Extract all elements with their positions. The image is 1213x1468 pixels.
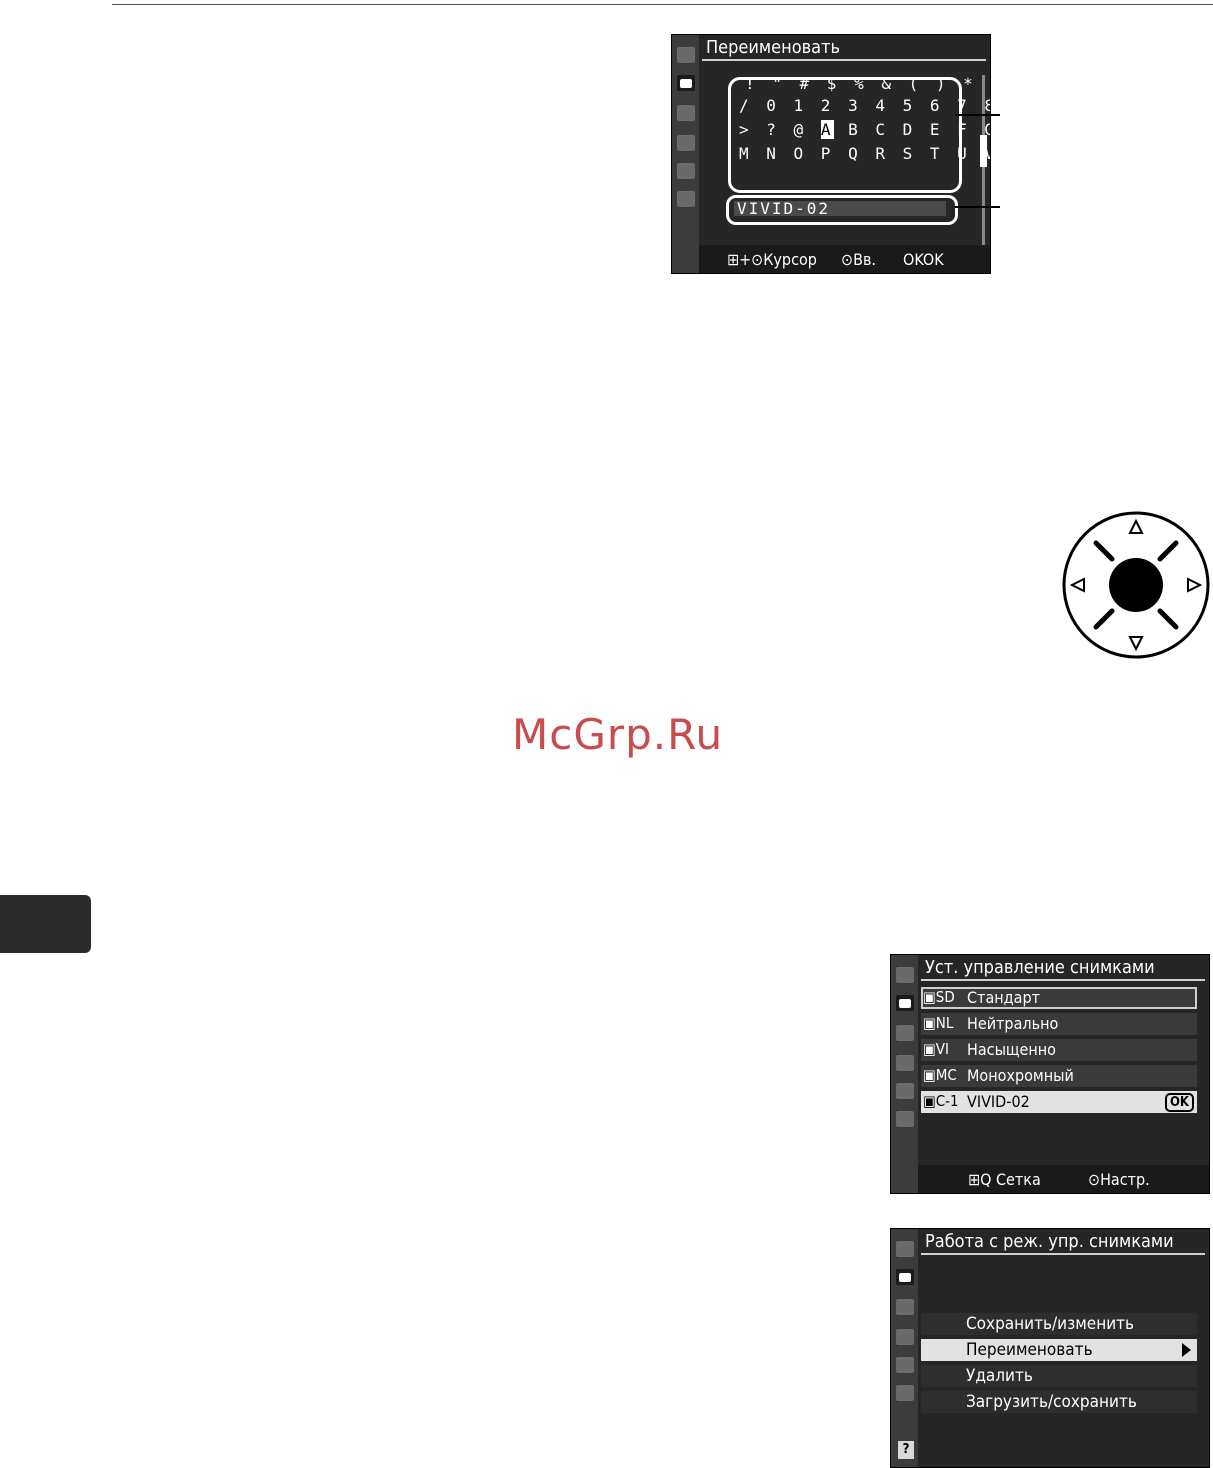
menu-item-label: Загрузить/сохранить [966, 1392, 1137, 1412]
picture-control-name: Стандарт [967, 988, 1040, 1007]
list-item[interactable]: ▣NL Нейтрально [921, 1013, 1197, 1035]
footer-bar: ⊞Q Сетка ⊙Настр. [918, 1165, 1209, 1193]
my-menu-icon[interactable] [896, 1385, 914, 1401]
playback-icon[interactable] [896, 967, 914, 983]
grid-hint: ⊞Q Сетка [968, 1170, 1041, 1189]
title-divider [702, 59, 986, 61]
right-arrow-icon [1187, 577, 1203, 593]
keyboard-row[interactable]: M N O P Q R S T U V W X Y Z [ [739, 144, 990, 163]
down-arrow-icon [1128, 636, 1144, 652]
screen-title: Работа с реж. упр. снимками [925, 1231, 1174, 1252]
menu-item[interactable]: Сохранить/изменить [921, 1313, 1197, 1335]
input-hint: ⊙Вв. [841, 250, 876, 269]
retouch-icon[interactable] [896, 1357, 914, 1373]
menu-item[interactable]: Загрузить/сохранить [921, 1391, 1197, 1413]
section-tab [0, 895, 91, 953]
wrench-icon[interactable] [896, 1055, 914, 1071]
title-divider [921, 1253, 1205, 1255]
retouch-icon[interactable] [896, 1083, 914, 1099]
list-item[interactable]: ▣VI Насыщенно [921, 1039, 1197, 1061]
adjust-hint: ⊙Настр. [1088, 1170, 1150, 1189]
list-item[interactable]: ▣SD Стандарт [921, 987, 1197, 1009]
name-field-bg [734, 201, 946, 216]
picture-control-code: ▣SD [923, 988, 955, 1006]
picture-control-name: Насыщенно [967, 1040, 1056, 1059]
top-rule [112, 4, 1213, 5]
my-menu-icon[interactable] [677, 191, 695, 207]
up-arrow-icon [1128, 518, 1144, 534]
camera-icon[interactable] [896, 995, 914, 1011]
screen-title: Уст. управление снимками [925, 957, 1155, 978]
pencil-icon[interactable] [677, 105, 695, 121]
watermark: McGrp.Ru [512, 710, 724, 759]
name-field[interactable]: VIVID-02 [726, 195, 958, 225]
rename-screen: Переименовать ! " # $ % & ( ) * + , - . … [671, 34, 991, 274]
keyboard-row[interactable]: / 0 1 2 3 4 5 6 7 8 9 : ; < = [739, 96, 990, 115]
wrench-icon[interactable] [896, 1329, 914, 1345]
title-divider [921, 979, 1205, 981]
list-item-selected[interactable]: ▣C-1 VIVID-02 OK [921, 1091, 1197, 1113]
wrench-icon[interactable] [677, 135, 695, 151]
picture-control-name: Монохромный [967, 1066, 1074, 1085]
menu-item[interactable]: Удалить [921, 1365, 1197, 1387]
callout-line [955, 206, 1000, 208]
playback-icon[interactable] [896, 1241, 914, 1257]
left-arrow-icon [1069, 577, 1085, 593]
picture-control-code: ▣C-1 [923, 1092, 959, 1110]
menu-sidebar: ? [891, 1229, 918, 1467]
retouch-icon[interactable] [677, 163, 695, 179]
selected-char[interactable]: A [820, 120, 835, 139]
my-menu-icon[interactable] [896, 1111, 914, 1127]
picture-control-code: ▣NL [923, 1014, 954, 1032]
menu-item-selected[interactable]: Переименовать [921, 1339, 1197, 1361]
picture-control-name: Нейтрально [967, 1014, 1059, 1033]
picture-control-name: VIVID-02 [967, 1092, 1030, 1111]
keyboard-row[interactable]: > ? @ A B C D E F G H I J K L [739, 120, 990, 139]
pencil-icon[interactable] [896, 1025, 914, 1041]
cursor-hint: ⊞+⊙Курсор [727, 250, 817, 269]
picture-control-screen: Уст. управление снимками ▣SD Стандарт ▣N… [890, 954, 1210, 1194]
list-item[interactable]: ▣MC Монохромный [921, 1065, 1197, 1087]
menu-sidebar [891, 955, 918, 1193]
menu-item-label: Переименовать [966, 1340, 1093, 1360]
ok-badge: OK [1164, 1093, 1194, 1112]
callout-line [955, 114, 1000, 116]
keyboard-row[interactable]: ! " # $ % & ( ) * + , - . [745, 74, 990, 93]
menu-sidebar [672, 35, 699, 273]
pencil-icon[interactable] [896, 1299, 914, 1315]
ok-hint: OKOK [903, 250, 944, 269]
keyboard-row-prefix[interactable]: > ? @ [739, 120, 808, 139]
keyboard-row-suffix[interactable]: B C D E F G H I J K L [848, 120, 990, 139]
screen-title: Переименовать [706, 37, 841, 58]
picture-control-code: ▣VI [923, 1040, 949, 1058]
menu-item-label: Удалить [966, 1366, 1033, 1386]
footer-bar: ⊞+⊙Курсор ⊙Вв. OKOK [699, 245, 990, 273]
help-icon[interactable]: ? [898, 1441, 914, 1459]
camera-icon[interactable] [677, 75, 695, 91]
scrollbar-thumb[interactable] [980, 135, 987, 167]
picture-control-code: ▣MC [923, 1066, 957, 1084]
camera-icon[interactable] [896, 1269, 914, 1285]
multi-selector-icon [1062, 511, 1210, 659]
character-keyboard[interactable]: ! " # $ % & ( ) * + , - . / 0 1 2 3 4 5 … [728, 74, 990, 193]
name-value[interactable]: VIVID-02 [737, 199, 831, 218]
scrollbar[interactable] [982, 75, 985, 265]
playback-icon[interactable] [677, 47, 695, 63]
manage-picture-control-screen: ? Работа с реж. упр. снимками Сохранить/… [890, 1228, 1210, 1468]
menu-item-label: Сохранить/изменить [966, 1314, 1135, 1334]
chevron-right-icon [1182, 1343, 1191, 1357]
